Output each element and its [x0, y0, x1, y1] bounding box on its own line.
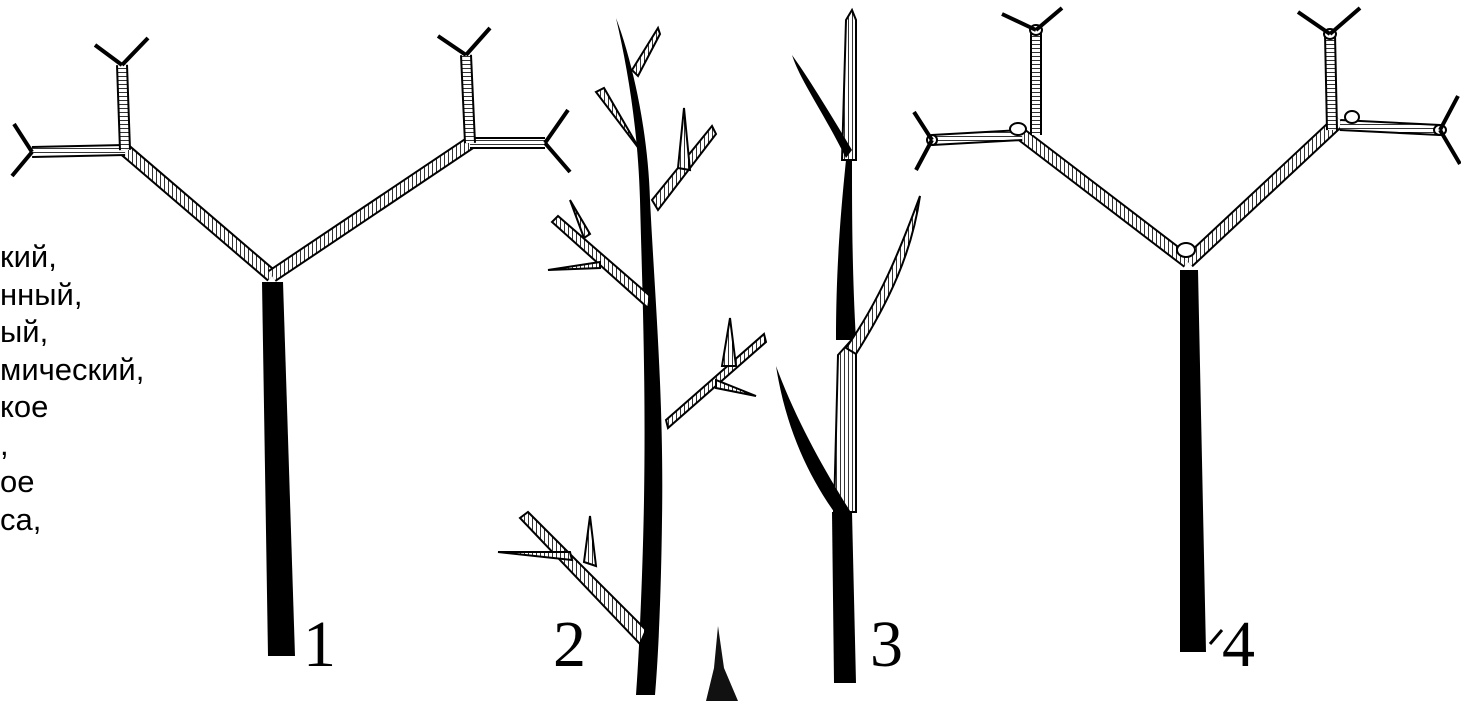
- side-text-line: ое: [0, 464, 35, 499]
- side-text-line: са,: [0, 501, 42, 537]
- figure-4: [912, 6, 1461, 652]
- figure-1-trunk: [262, 282, 295, 656]
- figure-3: [776, 7, 921, 683]
- side-text-line: ,: [0, 426, 9, 462]
- figure-1: [10, 26, 572, 656]
- figure-4-trunk: [1180, 270, 1206, 652]
- figure-label-4: 4: [1222, 608, 1255, 681]
- figure-2-trunk: [616, 18, 663, 695]
- figure-label-3: 3: [870, 608, 903, 681]
- figure-label-2: 2: [553, 608, 586, 681]
- figure-label-1: 1: [303, 608, 336, 681]
- side-text-line: ый,: [0, 314, 49, 349]
- figure-2: [497, 18, 768, 701]
- side-text-line: нный,: [0, 276, 83, 312]
- side-text-line: кое: [0, 389, 49, 424]
- side-text-line: кий,: [0, 239, 57, 274]
- figure-3-trunk: [832, 512, 856, 683]
- side-text-line: мический,: [0, 351, 145, 387]
- side-text-block: кий, нный, ый, мический, кое , ое са,: [0, 238, 230, 538]
- figure-2-bottom-spike: [706, 626, 738, 701]
